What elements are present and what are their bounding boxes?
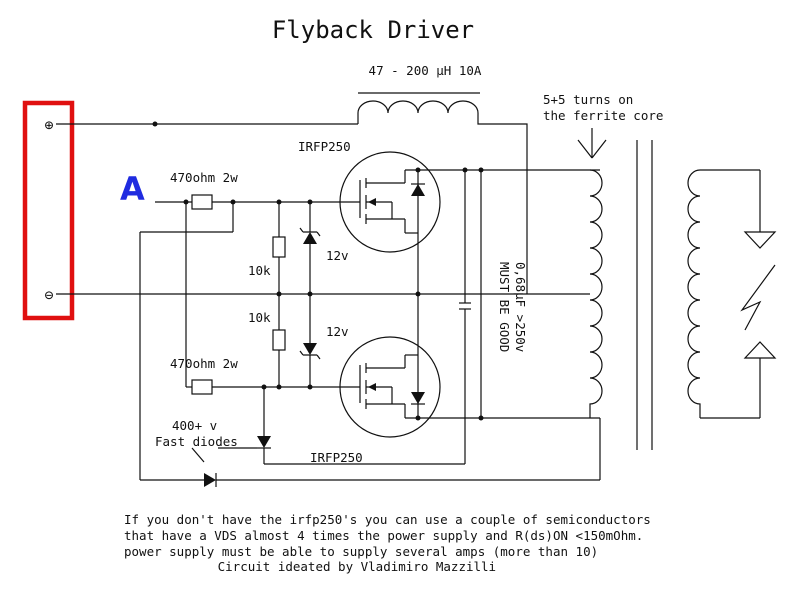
mosfet-bottom [339, 294, 484, 438]
resistor-10k-bottom-label: 10k [248, 310, 271, 325]
winding-label-line2: the ferrite core [543, 108, 663, 123]
winding-arrow [577, 128, 607, 159]
ferrite-core [636, 140, 653, 450]
fast-diodes [139, 202, 601, 487]
resistor-10k-bottom [272, 294, 286, 387]
plus-terminal: ⊕ [44, 116, 53, 134]
winding-label-line1: 5+5 turns on [543, 92, 633, 107]
note-line-3: power supply must be able to supply seve… [124, 544, 598, 559]
resistor-top-label: 470ohm 2w [170, 170, 238, 185]
zener-top [299, 202, 321, 294]
positive-rail [56, 121, 358, 127]
diagram-title: Flyback Driver [272, 16, 474, 44]
input-wiring [155, 199, 192, 388]
minus-terminal: ⊖ [44, 286, 53, 304]
zener-bottom [299, 294, 321, 387]
input-label-a: A [120, 170, 145, 208]
capacitor-label-line1: 0,68µF >250v [513, 262, 528, 352]
resistor-top-gate [191, 194, 340, 210]
resistor-10k-top-label: 10k [248, 263, 271, 278]
note-line-2: that have a VDS almost 4 times the power… [124, 528, 643, 543]
notes: If you don't have the irfp250's you can … [124, 512, 651, 574]
transformer-primary [589, 169, 603, 418]
note-line-1: If you don't have the irfp250's you can … [124, 512, 651, 527]
resistor-10k-top [272, 202, 286, 294]
mosfet-top-label: IRFP250 [298, 139, 351, 154]
zener-bottom-label: 12v [326, 324, 349, 339]
resistor-bottom-gate [191, 379, 340, 395]
fast-diodes-label-line1: 400+ v [172, 418, 217, 433]
inductor [357, 92, 528, 294]
mosfet-top [339, 151, 484, 294]
mosfet-bottom-label: IRFP250 [310, 450, 363, 465]
capacitor [264, 169, 600, 465]
transformer-secondary [687, 169, 761, 419]
note-line-4: Circuit ideated by Vladimiro Mazzilli [180, 559, 496, 574]
supply-terminals-highlight [22, 100, 75, 321]
capacitor-label-line2: MUST BE GOOD [497, 262, 512, 352]
fast-diodes-label-line2: Fast diodes [155, 434, 238, 449]
spark-gap [740, 231, 777, 359]
zener-top-label: 12v [326, 248, 349, 263]
resistor-bottom-label: 470ohm 2w [170, 356, 238, 371]
inductor-label: 47 - 200 µH 10A [369, 63, 482, 78]
